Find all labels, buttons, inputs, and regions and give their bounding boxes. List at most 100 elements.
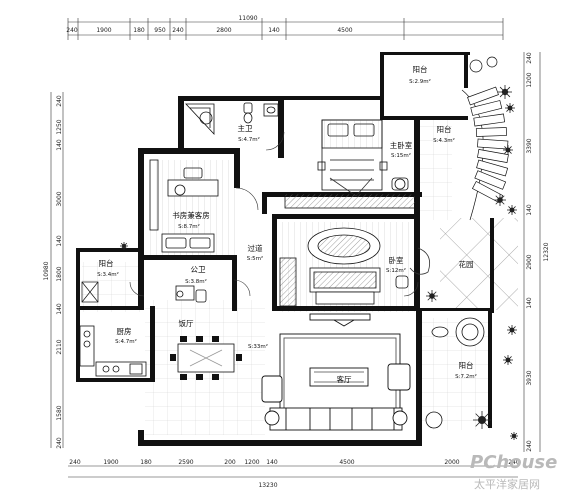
dim-left-1: 240 (56, 95, 63, 107)
living-furniture (261, 313, 411, 431)
room-name-master-bath: 主卫 (238, 123, 253, 133)
room-area-balcony-north: S:2.9m² (409, 78, 431, 85)
plant-icon (507, 325, 517, 335)
dim-bottom-total: 13230 (258, 482, 277, 489)
dim-bottom-6: 1200 (244, 459, 259, 466)
balcony-south-furniture (425, 317, 485, 429)
lounge-slat (476, 159, 509, 177)
room-name-balcony-south: 阳台 (459, 360, 474, 370)
dimension-right: 240 1200 3390 140 2900 140 3930 240 1232… (523, 52, 550, 452)
dim-top-6: 2800 (216, 27, 231, 34)
room-name-kitchen: 厨房 (117, 326, 132, 336)
lounge-slat (477, 149, 509, 163)
master-bedroom-furniture (284, 119, 416, 209)
room-area-kitchen: S:4.7m² (115, 338, 137, 345)
lounge-slat (473, 113, 505, 127)
dim-left-5: 140 (56, 235, 63, 247)
dim-left-3: 140 (56, 139, 63, 151)
plant-icon (426, 290, 438, 302)
dim-top-8: 4500 (337, 27, 352, 34)
dim-left-6: 1800 (56, 266, 63, 281)
dining-furniture (170, 336, 242, 380)
dim-bottom-8: 4500 (339, 459, 354, 466)
room-name-bedroom: 卧室 (389, 255, 404, 265)
dim-right-4: 140 (526, 204, 533, 216)
dim-right-6: 140 (526, 297, 533, 309)
dim-bottom-7: 140 (266, 459, 278, 466)
room-name-balcony-east: 阳台 (437, 124, 452, 134)
room-area-corridor: S:5m² (247, 255, 263, 262)
room-area-living: S:33m² (248, 343, 268, 350)
room-labels: 阳台 S:2.9m² 主卫 S:4.7m² 主卧室 S:15m² 阳台 S:4.… (97, 64, 477, 384)
room-name-balcony-north: 阳台 (413, 64, 428, 74)
watermark: PChouse 太平洋家居网 (470, 452, 557, 491)
dim-right-total: 12320 (543, 242, 550, 261)
plant-icon (503, 355, 513, 365)
room-area-master-bath: S:4.7m² (238, 136, 260, 143)
plant-icon (120, 242, 128, 250)
dim-right-1: 240 (526, 52, 533, 64)
study-furniture (149, 159, 219, 253)
room-area-bedroom: S:12m² (386, 267, 406, 274)
room-name-garden: 花园 (459, 259, 474, 269)
room-name-public-bath: 公卫 (191, 265, 206, 274)
dim-left-2: 1250 (56, 119, 63, 134)
room-area-balcony-south: S:7.2m² (455, 373, 477, 380)
plant-icon (503, 145, 513, 155)
dim-right-7: 3930 (526, 370, 533, 385)
dimension-top: 11090 240 1900 180 950 240 2800 140 4500 (66, 15, 504, 40)
dim-left-total: 10980 (43, 261, 50, 280)
room-name-living-room: 客厅 (337, 374, 352, 384)
dim-right-3: 3390 (526, 138, 533, 153)
room-area-public-bath: S:3.8m² (185, 278, 207, 285)
dim-left-10: 240 (56, 437, 63, 449)
bedroom-furniture (279, 227, 431, 307)
dim-right-8: 240 (526, 440, 533, 452)
room-name-dining: 饭厅 (179, 318, 194, 328)
room-area-study-guest: S:8.7m² (178, 223, 200, 230)
dim-bottom-3: 180 (140, 459, 152, 466)
dim-bottom-9: 2000 (444, 459, 459, 466)
walls (76, 52, 494, 446)
dim-bottom-1: 240 (69, 459, 81, 466)
dim-left-7: 140 (56, 303, 63, 315)
master-bath-fixtures (185, 102, 279, 136)
dim-top-3: 180 (133, 27, 145, 34)
dim-top-1: 240 (66, 27, 78, 34)
dim-bottom-2: 1900 (103, 459, 118, 466)
dim-top-total: 11090 (238, 15, 257, 22)
lounge-slat (475, 127, 507, 137)
dim-left-8: 2110 (56, 339, 63, 354)
watermark-brand: PChouse (470, 452, 557, 473)
lounge-slat (470, 100, 503, 116)
plants (120, 85, 518, 440)
room-area-balcony-east: S:4.3m² (433, 137, 455, 144)
watermark-subtitle: 太平洋家居网 (474, 477, 540, 491)
lounge-slat (477, 138, 509, 150)
room-area-balcony-west: S:3.4m² (97, 271, 119, 278)
dim-left-4: 3000 (56, 191, 63, 206)
dim-bottom-4: 2590 (178, 459, 193, 466)
kitchen-fixtures (79, 325, 147, 377)
room-name-study-guest: 书房兼客房 (172, 210, 210, 220)
dim-right-5: 2900 (526, 254, 533, 269)
dim-left-9: 1580 (56, 405, 63, 420)
dim-top-4: 950 (154, 27, 166, 34)
plant-icon (473, 411, 491, 429)
doors (129, 131, 419, 297)
dim-bottom-5: 200 (224, 459, 236, 466)
plant-icon (494, 194, 506, 206)
lounge-slat (467, 86, 499, 106)
dim-top-7: 140 (268, 27, 280, 34)
dimension-bottom: 240 1900 180 2590 200 1200 140 4500 2000… (68, 459, 520, 489)
plant-icon (498, 85, 512, 99)
plant-icon (507, 205, 517, 215)
room-area-master-bedroom: S:15m² (391, 152, 411, 159)
plant-icon (505, 103, 515, 113)
dim-right-2: 1200 (526, 72, 533, 87)
public-bath-fixtures (175, 285, 207, 303)
room-name-balcony-west: 阳台 (99, 258, 114, 268)
balcony-east-furniture (461, 56, 509, 221)
dimension-left: 240 1250 140 3000 140 1800 140 2110 1580… (43, 92, 64, 449)
